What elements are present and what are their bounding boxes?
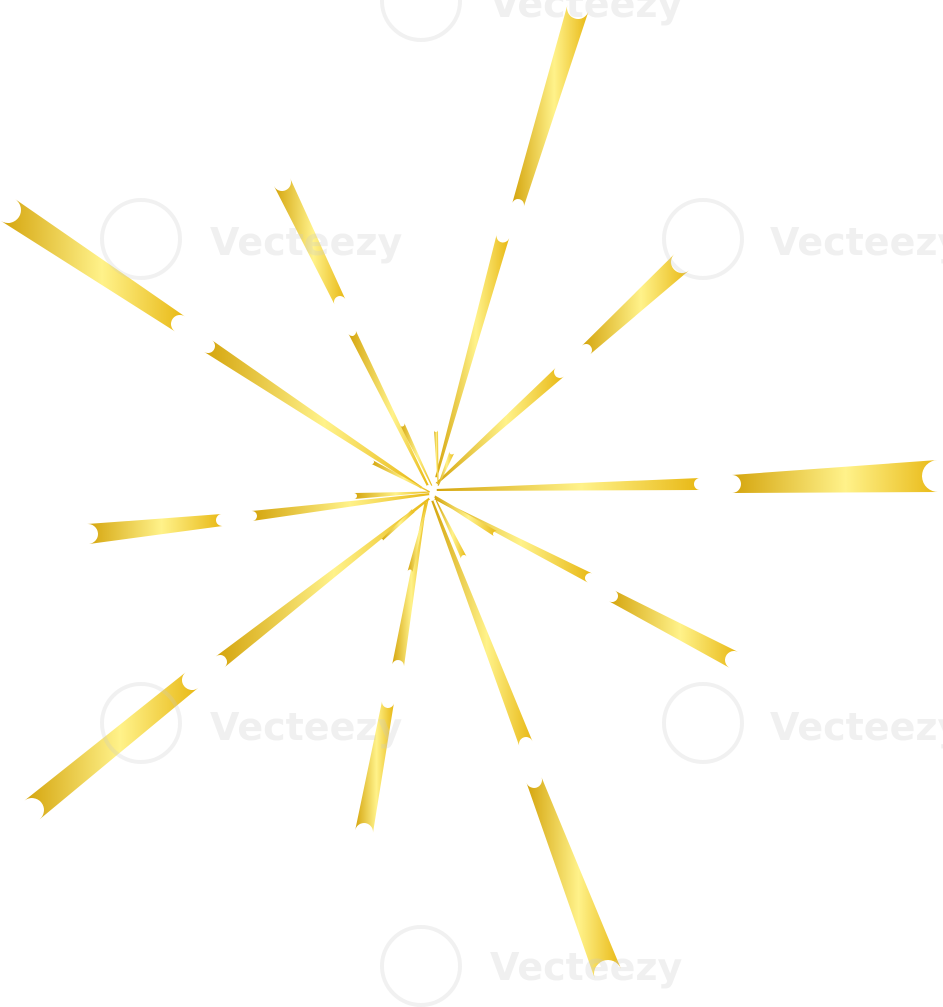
burst-ray	[435, 234, 510, 479]
watermark-logo	[100, 682, 182, 764]
burst-ray	[353, 491, 431, 499]
watermark-logo	[100, 198, 182, 280]
watermark-text: Vecteezy	[490, 945, 683, 989]
watermark-text: Vecteezy	[770, 220, 943, 264]
watermark-logo	[662, 682, 744, 764]
burst-ray	[581, 253, 690, 355]
burst-ray	[251, 493, 431, 521]
burst-ray	[399, 422, 433, 487]
burst-ray	[435, 367, 565, 485]
watermark-text: Vecteezy	[770, 705, 943, 749]
watermark-text: Vecteezy	[210, 705, 403, 749]
burst-ray	[204, 340, 423, 489]
burst-ray	[215, 497, 431, 668]
burst-ray	[355, 700, 394, 834]
burst-ray	[433, 495, 498, 537]
burst-ray	[407, 499, 429, 573]
burst-ray	[371, 460, 431, 493]
watermark-logo	[380, 925, 462, 1007]
burst-ray	[731, 460, 939, 493]
burst-ray	[431, 499, 533, 747]
burst-ray	[435, 478, 701, 491]
burst-ray	[437, 451, 455, 487]
burst-ray	[435, 499, 467, 560]
burst-ray	[434, 429, 439, 485]
burst-ray	[348, 330, 429, 487]
burst-ray	[273, 178, 346, 305]
watermark-text: Vecteezy	[490, 0, 683, 26]
golden-burst-graphic	[0, 4, 939, 979]
watermark-logo	[662, 198, 744, 280]
burst-ray	[526, 777, 622, 979]
burst-ray	[0, 199, 185, 332]
burst-ray	[86, 514, 223, 544]
watermark-text: Vecteezy	[210, 220, 403, 264]
burst-ray	[381, 508, 416, 541]
burst-ray	[609, 590, 739, 668]
burst-ray	[512, 4, 589, 207]
